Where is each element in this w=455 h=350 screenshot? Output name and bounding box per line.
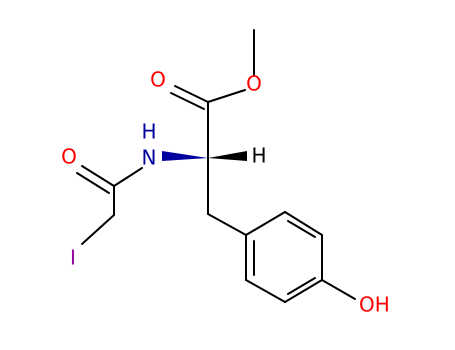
ring-inner-double-c bbox=[287, 277, 316, 295]
bond-ester-oxygen-to-carbonyl-carbon bbox=[207, 89, 246, 103]
bond-amide-carbonyl-double-2 bbox=[76, 172, 110, 194]
bond-ch2-to-iodine bbox=[81, 214, 115, 245]
bond-carbonyl-double-1 bbox=[174, 85, 209, 103]
bond-ring-to-hydroxyl bbox=[321, 279, 356, 300]
ester-methoxy-oxygen-label: O bbox=[246, 72, 262, 96]
stereo-hydrogen-label: H bbox=[251, 144, 266, 168]
amide-carbonyl-oxygen-label: O bbox=[61, 145, 77, 169]
hydroxyl-label: OH bbox=[359, 293, 390, 317]
bond-amide-carbonyl-double-1 bbox=[81, 165, 115, 187]
ester-carbonyl-oxygen-label: O bbox=[150, 68, 166, 92]
ring-bond-c1-c2 bbox=[245, 211, 286, 236]
ring-inner-double-b bbox=[287, 220, 316, 238]
amide-hydrogen-label: H bbox=[141, 120, 156, 144]
wedge-bond-to-hydrogen bbox=[208, 151, 247, 161]
ring-bond-c4-c5 bbox=[284, 279, 323, 303]
ring-bond-c5-c6 bbox=[245, 279, 286, 303]
wedge-bond-to-nitrogen bbox=[162, 151, 208, 161]
bond-benzylic-to-ring bbox=[207, 213, 247, 236]
ring-bond-c2-c3 bbox=[284, 211, 323, 236]
iodine-label: I bbox=[70, 246, 76, 270]
bond-nitrogen-to-amide-carbon bbox=[113, 167, 143, 187]
amide-nitrogen-label: N bbox=[142, 146, 157, 170]
bond-carbonyl-double-2 bbox=[170, 92, 205, 110]
